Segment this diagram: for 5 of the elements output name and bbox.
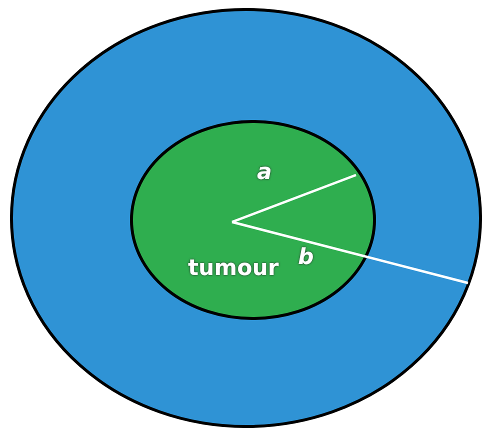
dimension-label: b <box>298 245 314 270</box>
region-label: tumour <box>188 256 279 281</box>
tumour-ellipse <box>130 120 376 320</box>
outer-ellipse <box>10 8 482 428</box>
dimension-label: a <box>257 160 272 185</box>
